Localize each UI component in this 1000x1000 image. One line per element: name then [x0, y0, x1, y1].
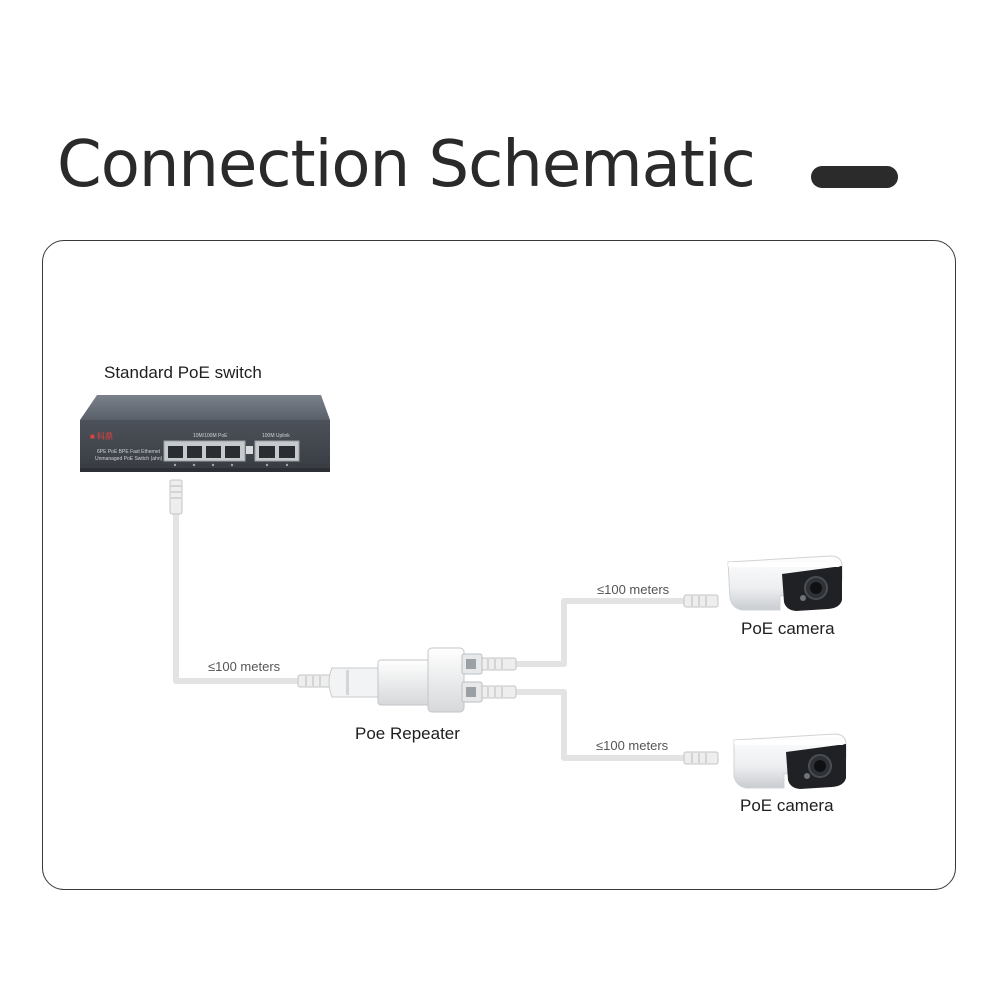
poe-camera-bottom-icon [733, 733, 847, 789]
poe-switch-icon [80, 395, 330, 472]
rj45-plug-switch-icon [169, 479, 183, 515]
cable-repeater-to-camera-top [516, 598, 686, 667]
rj45-plug-camera-bottom-icon [683, 751, 719, 765]
switch-brand-mark: ■ 科鼎 [90, 432, 114, 441]
switch-caption-line1: 6PE PoE BPE Fast Ethernet [97, 449, 161, 455]
cable-switch-to-repeater [173, 509, 303, 684]
camera-top-label: PoE camera [741, 619, 835, 638]
diagram-panel [42, 240, 956, 890]
distance-label-camera-top: ≤100 meters [597, 582, 670, 597]
repeater-label: Poe Repeater [355, 724, 460, 743]
camera-bottom-label: PoE camera [740, 796, 834, 815]
switch-port-group-2-label: 100M Uplink [262, 433, 290, 439]
title-accent-bar [811, 166, 898, 188]
rj45-plug-repeater-in-icon [297, 674, 335, 688]
poe-repeater-icon [328, 647, 483, 713]
rj45-plug-repeater-out-top-icon [479, 657, 517, 671]
page-title: Connection Schematic [57, 128, 756, 202]
distance-label-camera-bottom: ≤100 meters [596, 738, 669, 753]
switch-label: Standard PoE switch [104, 363, 262, 382]
rj45-plug-camera-top-icon [683, 594, 719, 608]
distance-label-switch: ≤100 meters [208, 659, 281, 674]
rj45-plug-repeater-out-bottom-icon [479, 685, 517, 699]
poe-camera-top-icon [727, 555, 843, 611]
cable-repeater-to-camera-bottom [516, 689, 686, 761]
switch-port-group-1-label: 10M/100M PoE [193, 433, 228, 439]
switch-caption-line2: Unmanaged PoE Switch (ahn) [95, 456, 163, 462]
